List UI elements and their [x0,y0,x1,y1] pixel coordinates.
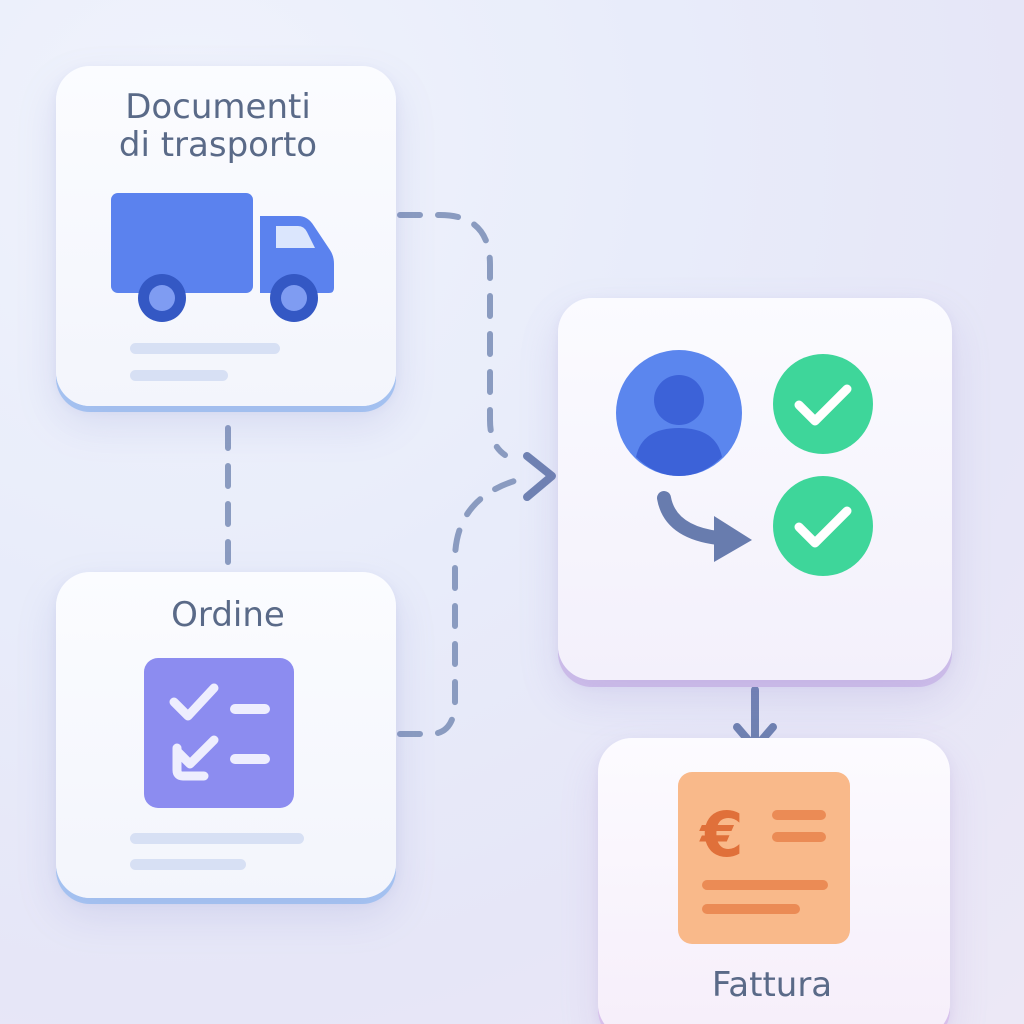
invoice-title: Fattura [711,965,833,1005]
order-placeholder-line-2 [130,859,246,870]
transport-title-line-2: di trasporto [118,125,318,165]
check-circle-icon [773,354,873,454]
transport-placeholder-line-1 [130,343,280,354]
svg-text:€: € [698,798,743,871]
connector-order-to-check [397,475,528,737]
truck-icon [111,193,334,322]
transport-documents-title: Documenti di trasporto [48,88,388,164]
transport-placeholder-line-2 [130,370,228,381]
arrow-head-into-check [523,452,556,501]
transport-title-line-1: Documenti [125,87,311,127]
connector-transport-to-check [397,212,508,458]
order-title: Ordine [171,595,285,635]
euro-invoice-icon: € [678,772,850,944]
user-avatar-icon [616,350,742,476]
order-placeholder-line-1 [130,833,304,844]
curved-arrow-icon [657,491,752,562]
check-circle-icon [773,476,873,576]
verification-card[interactable] [558,298,952,680]
checklist-icon [144,658,294,808]
